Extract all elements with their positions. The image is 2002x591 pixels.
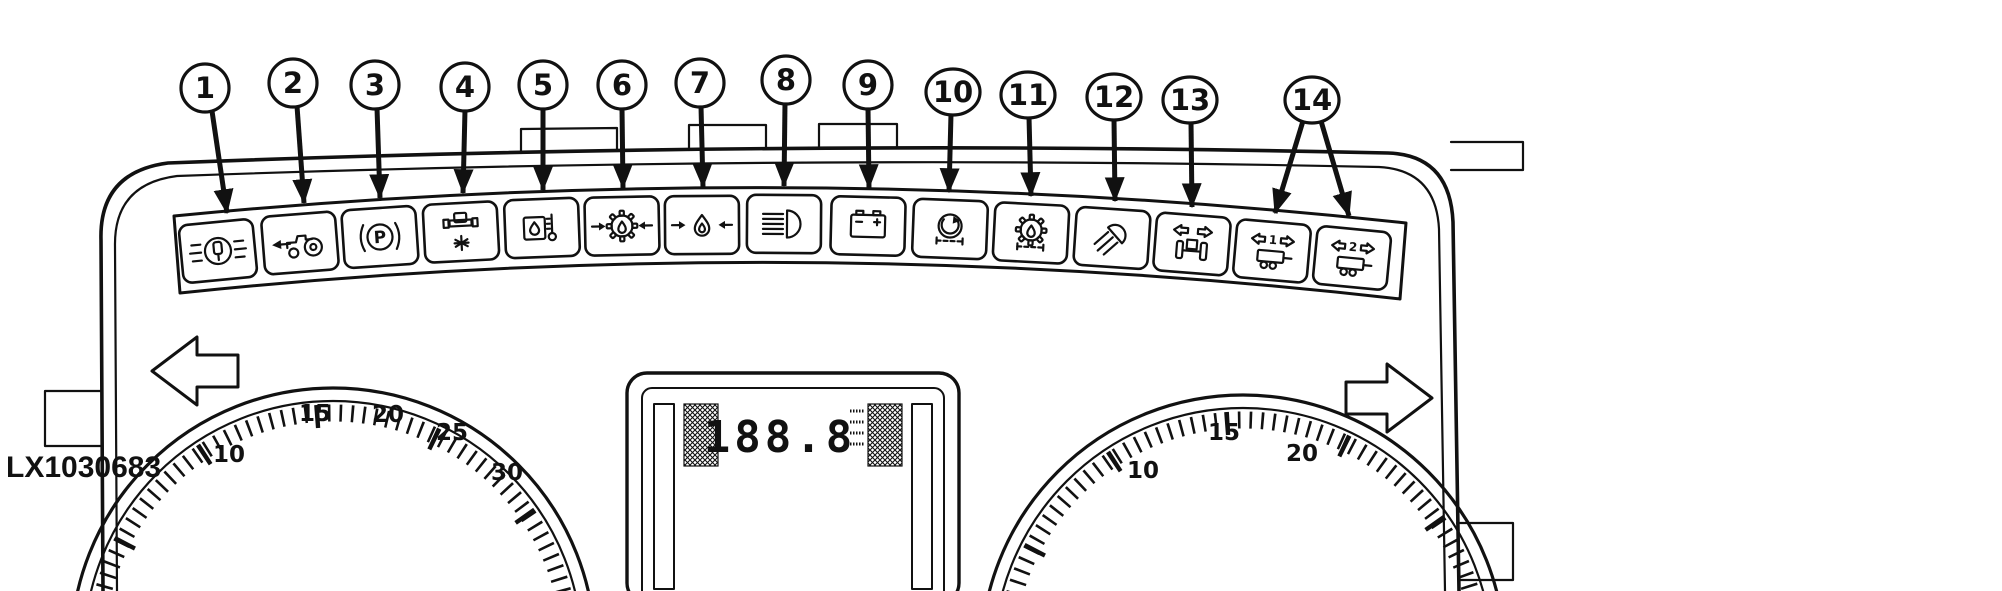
indicator-box — [1152, 211, 1232, 277]
lcd-small-text — [850, 409, 864, 446]
svg-text:10: 10 — [933, 75, 973, 109]
lcd-hatch-block — [683, 403, 719, 467]
callouts: 1 2 3 4 5 6 7 — [179, 54, 1352, 218]
svg-text:2: 2 — [283, 66, 303, 100]
gauge-label: 10 — [213, 442, 245, 468]
indicator-box — [583, 195, 661, 257]
figure-id-label: LX1030683 — [6, 451, 161, 484]
indicator-box: P — [340, 204, 420, 270]
indicator-box — [829, 195, 907, 257]
gauge-label: 20 — [372, 402, 404, 428]
svg-text:7: 7 — [690, 66, 710, 100]
gauge-label: 10 — [1127, 458, 1159, 484]
housing-top-tab — [519, 126, 619, 155]
air-filter-icon — [935, 213, 964, 246]
indicator-box — [260, 210, 340, 276]
callout-11: 11 — [999, 70, 1057, 198]
svg-text:8: 8 — [776, 63, 796, 97]
trailer-1-turn-signal-icon: 1 — [1250, 233, 1295, 270]
indicator-box: 2 — [1311, 225, 1393, 291]
parking-brake-icon: P — [359, 221, 401, 253]
right-turn-arrow — [1344, 362, 1434, 434]
indicator-box — [663, 194, 741, 256]
parking-brake-glyph: P — [373, 228, 387, 249]
callout-8: 8 — [760, 54, 812, 188]
battery-icon — [849, 209, 887, 239]
gauge-label: 20 — [1286, 441, 1318, 467]
svg-text:14: 14 — [1292, 83, 1332, 117]
housing-right-connector — [1449, 140, 1525, 172]
gauge-label: 30 — [491, 460, 523, 486]
callout-13: 13 — [1161, 75, 1219, 209]
indicator-box — [502, 196, 582, 260]
trailer-1-glyph: 1 — [1268, 233, 1278, 248]
trailer-2-turn-signal-icon: 2 — [1331, 239, 1376, 277]
indicator-box — [745, 193, 823, 255]
left-gauge: 10 15 20 25 30 — [76, 386, 590, 591]
callout-12: 12 — [1085, 72, 1143, 203]
callout-14: 14 — [1272, 75, 1352, 218]
engine-oil-pressure-icon — [670, 213, 734, 237]
callout-4: 4 — [439, 61, 491, 195]
svg-text:1: 1 — [195, 71, 215, 105]
callout-6: 6 — [596, 59, 648, 190]
callout-9: 9 — [842, 59, 894, 190]
coolant-temperature-icon — [522, 213, 558, 242]
gauge-label: 15 — [299, 401, 331, 427]
housing-top-tab — [817, 122, 899, 150]
svg-text:13: 13 — [1170, 83, 1210, 117]
transmission-oil-filter-icon — [590, 209, 654, 243]
callout-5: 5 — [517, 59, 569, 192]
lcd-right-bar — [911, 403, 933, 590]
indicator-box — [991, 201, 1071, 265]
right-gauge: 10 15 20 — [987, 393, 1499, 591]
housing-right-tab — [1455, 521, 1515, 582]
svg-text:4: 4 — [455, 70, 475, 104]
callout-2: 2 — [267, 57, 319, 205]
callout-1: 1 — [179, 62, 234, 215]
gauge-label: 25 — [436, 420, 468, 446]
callout-7: 7 — [674, 57, 726, 189]
indicator-box — [1072, 205, 1152, 271]
indicator-box — [177, 218, 259, 284]
housing-top-tab — [687, 123, 768, 152]
svg-text:11: 11 — [1008, 78, 1048, 112]
transmission-oil-temperature-icon — [1014, 213, 1048, 252]
housing-left-tab — [43, 389, 103, 448]
lcd-hatch-block — [867, 403, 903, 467]
work-light-icon — [1093, 223, 1127, 256]
tractor-with-asterisk-icon — [442, 211, 479, 252]
callout-10: 10 — [924, 67, 982, 194]
indicator-box — [910, 197, 990, 261]
lcd-digits: 188.8 — [704, 412, 856, 463]
tractor-with-arrow-icon — [272, 234, 323, 259]
left-turn-arrow — [150, 335, 240, 407]
high-beam-icon — [761, 209, 802, 239]
callout-3: 3 — [349, 59, 401, 200]
trailer-2-glyph: 2 — [1348, 240, 1358, 255]
svg-text:9: 9 — [858, 68, 878, 102]
indicator-band — [172, 186, 1408, 301]
indicator-box — [421, 200, 501, 264]
svg-text:6: 6 — [612, 68, 632, 102]
indicator-box: 1 — [1232, 218, 1312, 284]
svg-text:12: 12 — [1094, 80, 1134, 114]
svg-text:3: 3 — [365, 68, 385, 102]
tractor-turn-signal-icon — [1172, 224, 1214, 262]
indicator-lights: P — [177, 193, 1393, 291]
gauge-label: 15 — [1208, 420, 1240, 446]
lcd-left-bar — [653, 403, 675, 590]
lcd-display: 188.8 — [625, 371, 961, 591]
hazard-warning-icon — [189, 236, 247, 266]
svg-text:5: 5 — [533, 68, 553, 102]
